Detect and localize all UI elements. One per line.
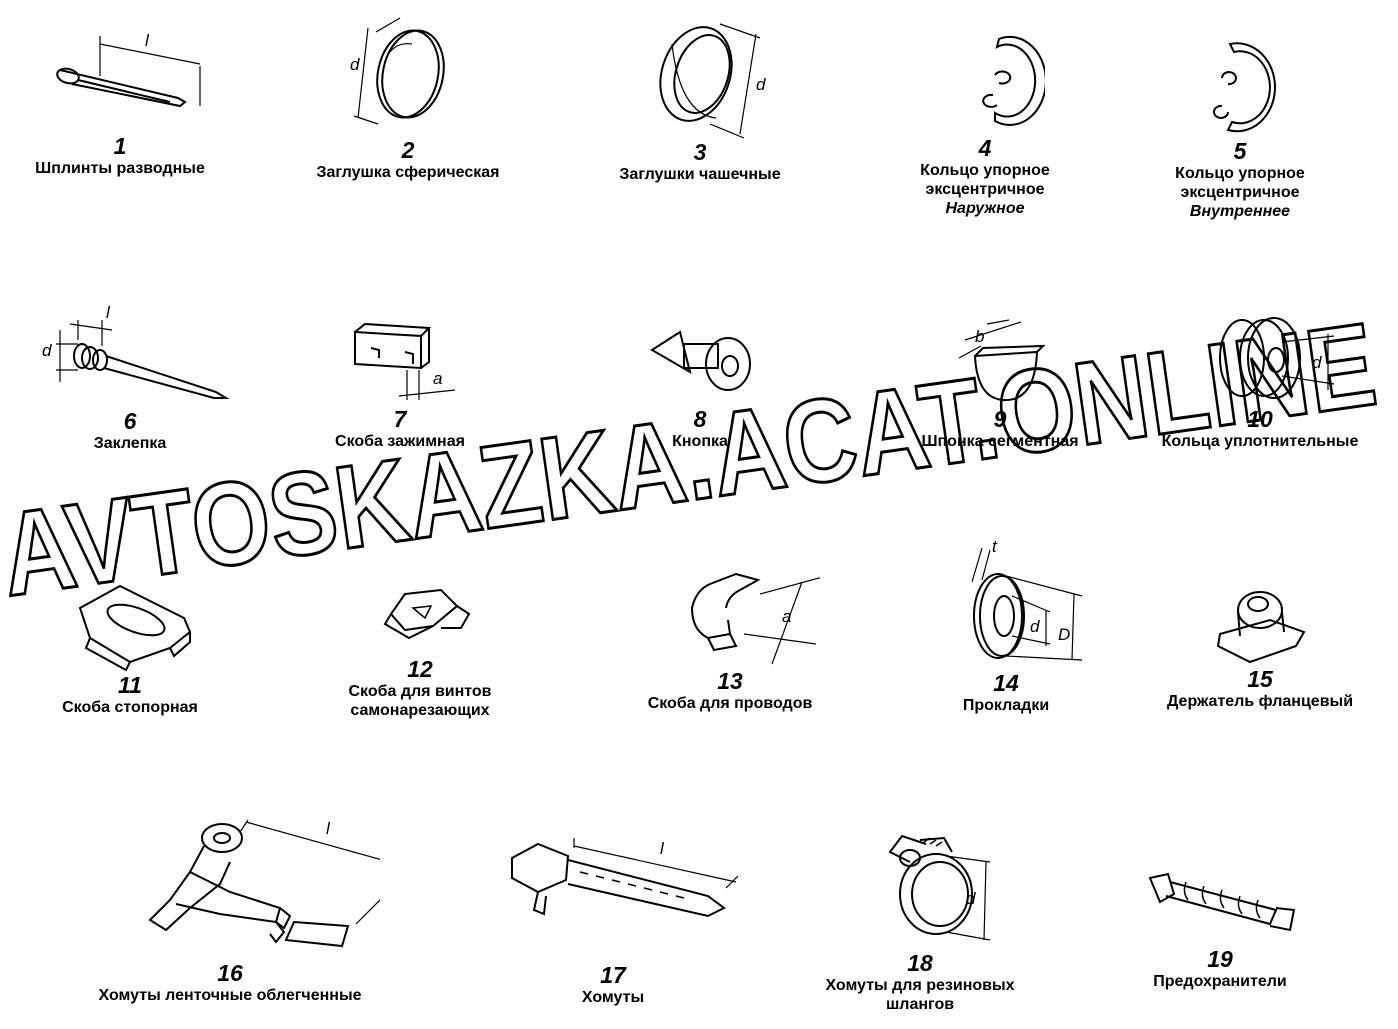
part-number: 15 — [1247, 666, 1273, 692]
rivet-icon: d l — [42, 303, 230, 399]
part-caption: Хомуты — [581, 989, 645, 1006]
part-6: d l 6 Заклепка — [20, 300, 240, 453]
woodruff-key-icon: b — [958, 319, 1046, 402]
fuse-protector-icon — [1148, 872, 1296, 932]
dim-label: a — [782, 607, 791, 626]
part-caption: Скоба зажимная — [335, 433, 465, 450]
part-subcaption: Внутреннее — [1189, 203, 1291, 220]
part-number: 13 — [717, 668, 743, 694]
dim-label: a — [433, 369, 442, 388]
part-caption: Заклепка — [93, 435, 167, 452]
part-caption: Держатель фланцевый — [1166, 693, 1354, 710]
split-pin-icon: l — [56, 31, 201, 108]
part-number: 8 — [693, 406, 707, 432]
dim-label: l — [326, 819, 331, 838]
part-9: b 9 Шпонка сегментная — [900, 318, 1100, 451]
part-1: l 1 Шплинты разводные — [10, 28, 230, 178]
light-band-clamp-icon: l — [148, 819, 380, 948]
part-caption: Шпонка сегментная — [921, 433, 1079, 450]
part-19: 19 Предохранители — [1120, 858, 1320, 991]
clamping-bracket-icon: a — [354, 322, 456, 400]
part-8: 8 Кнопка — [630, 316, 770, 451]
part-13: a 13 Скоба для проводов — [630, 564, 830, 713]
dim-label: d — [350, 55, 360, 74]
dim-label: d — [1312, 353, 1322, 372]
part-10: d 10 Кольца уплотнительные — [1150, 306, 1370, 451]
part-number: 7 — [393, 406, 407, 432]
part-4: 4 Кольцо упорное эксцентричное Наружное — [885, 35, 1085, 218]
dim-label: D — [1058, 625, 1070, 644]
part-caption: Кольцо упорное эксцентричное — [920, 162, 1050, 198]
part-12: 12 Скоба для винтов самонарезающих — [320, 580, 520, 720]
part-number: 4 — [978, 135, 992, 161]
part-caption: Кольцо упорное эксцентричное — [1175, 165, 1305, 201]
dim-label: l — [106, 303, 111, 322]
part-caption: Скоба для проводов — [647, 695, 813, 712]
part-caption: Заглушки чашечные — [619, 166, 781, 183]
internal-retaining-ring-icon — [1213, 42, 1276, 133]
part-number: 2 — [401, 137, 415, 163]
part-caption: Хомуты ленточные облегченные — [98, 987, 362, 1004]
dim-label: d — [966, 889, 976, 908]
part-18: d 18 Хомуты для резиновых шлангов — [790, 812, 1050, 1014]
flange-holder-icon — [1216, 591, 1306, 664]
part-number: 18 — [907, 950, 933, 976]
cup-plug-icon: d — [659, 23, 766, 139]
part-caption: Предохранители — [1153, 973, 1287, 990]
wire-clip-icon: a — [690, 572, 820, 665]
part-number: 19 — [1207, 946, 1233, 972]
part-number: 16 — [217, 960, 243, 986]
part-number: 10 — [1247, 406, 1273, 432]
part-3: d 3 Заглушки чашечные — [590, 14, 810, 184]
part-7: a 7 Скоба зажимная — [310, 318, 490, 451]
push-button-clip-icon — [650, 330, 751, 391]
part-number: 1 — [113, 133, 127, 159]
part-number: 5 — [1233, 138, 1247, 164]
dim-label: t — [992, 540, 998, 556]
part-caption: Прокладки — [962, 697, 1050, 714]
part-caption: Скоба для винтов самонарезающих — [348, 683, 492, 719]
part-subcaption: Наружное — [945, 200, 1025, 217]
part-16: l 16 Хомуты ленточные облегченные — [70, 812, 390, 1005]
part-11: 11 Скоба стопорная — [30, 578, 230, 717]
washer-gasket-icon: t d D — [971, 540, 1083, 661]
dim-label: l — [660, 839, 665, 858]
grommet-ring-icon: d — [1219, 317, 1335, 399]
part-number: 14 — [993, 670, 1019, 696]
part-14: t d D 14 Прокладки — [916, 540, 1096, 715]
external-retaining-ring-icon — [982, 36, 1045, 126]
part-number: 11 — [118, 672, 142, 698]
part-number: 3 — [693, 139, 707, 165]
dim-label: b — [975, 327, 984, 346]
dim-label: d — [756, 75, 766, 94]
dim-label: l — [145, 31, 150, 50]
part-number: 9 — [993, 406, 1007, 432]
part-5: 5 Кольцо упорное эксцентричное Внутренне… — [1140, 38, 1340, 221]
cable-tie-icon: l — [511, 838, 738, 918]
hose-clamp-icon: d — [888, 834, 991, 941]
part-caption: Шплинты разводные — [35, 160, 205, 177]
spherical-plug-icon: d — [350, 17, 445, 125]
tapping-screw-clip-icon — [383, 588, 471, 640]
part-caption: Кнопка — [672, 433, 728, 450]
part-caption: Кольца уплотнительные — [1161, 433, 1359, 450]
part-caption: Хомуты для резиновых шлангов — [825, 977, 1015, 1013]
part-15: 15 Держатель фланцевый — [1150, 582, 1370, 711]
part-number: 12 — [407, 656, 433, 682]
part-caption: Заглушка сферическая — [316, 164, 500, 181]
lock-clip-icon — [78, 584, 192, 672]
dim-label: d — [1030, 617, 1040, 636]
dim-label: d — [42, 341, 52, 360]
part-number: 17 — [600, 962, 626, 988]
part-number: 6 — [123, 408, 137, 434]
part-17: l 17 Хомуты — [488, 836, 738, 1007]
part-2: d 2 Заглушка сферическая — [298, 12, 518, 182]
part-caption: Скоба стопорная — [62, 699, 198, 716]
